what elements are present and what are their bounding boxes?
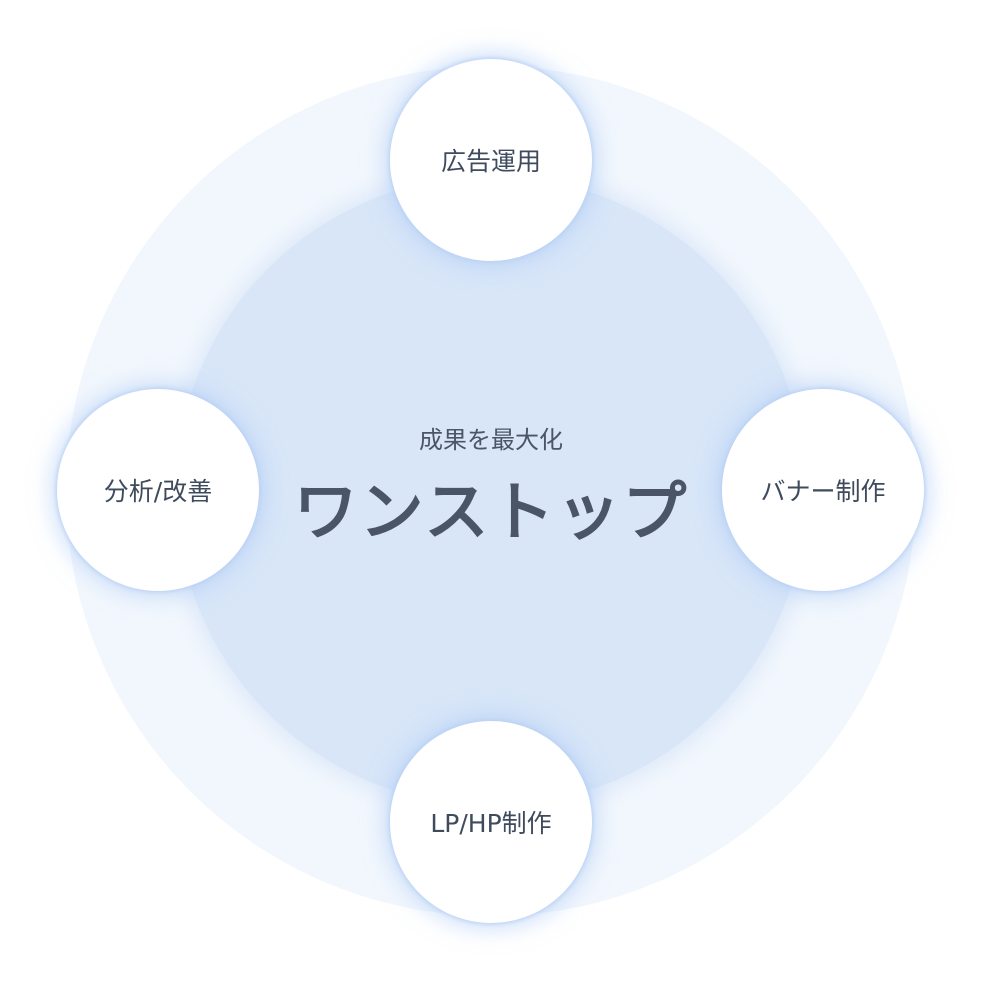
center-label: 成果を最大化 ワンストップ [241, 420, 741, 553]
node-label: バナー制作 [760, 477, 886, 506]
node-label: 広告運用 [440, 147, 541, 176]
node-analysis-improvement: 分析/改善 [57, 389, 259, 591]
center-title: ワンストップ [293, 476, 689, 550]
node-label: LP/HP制作 [430, 809, 552, 838]
node-lp-hp-production: LP/HP制作 [390, 721, 592, 923]
node-ad-operation: 広告運用 [390, 59, 592, 261]
node-banner-production: バナー制作 [722, 389, 924, 591]
center-subtitle: 成果を最大化 [419, 426, 563, 454]
node-label: 分析/改善 [103, 477, 213, 506]
inner-circle [176, 176, 806, 806]
